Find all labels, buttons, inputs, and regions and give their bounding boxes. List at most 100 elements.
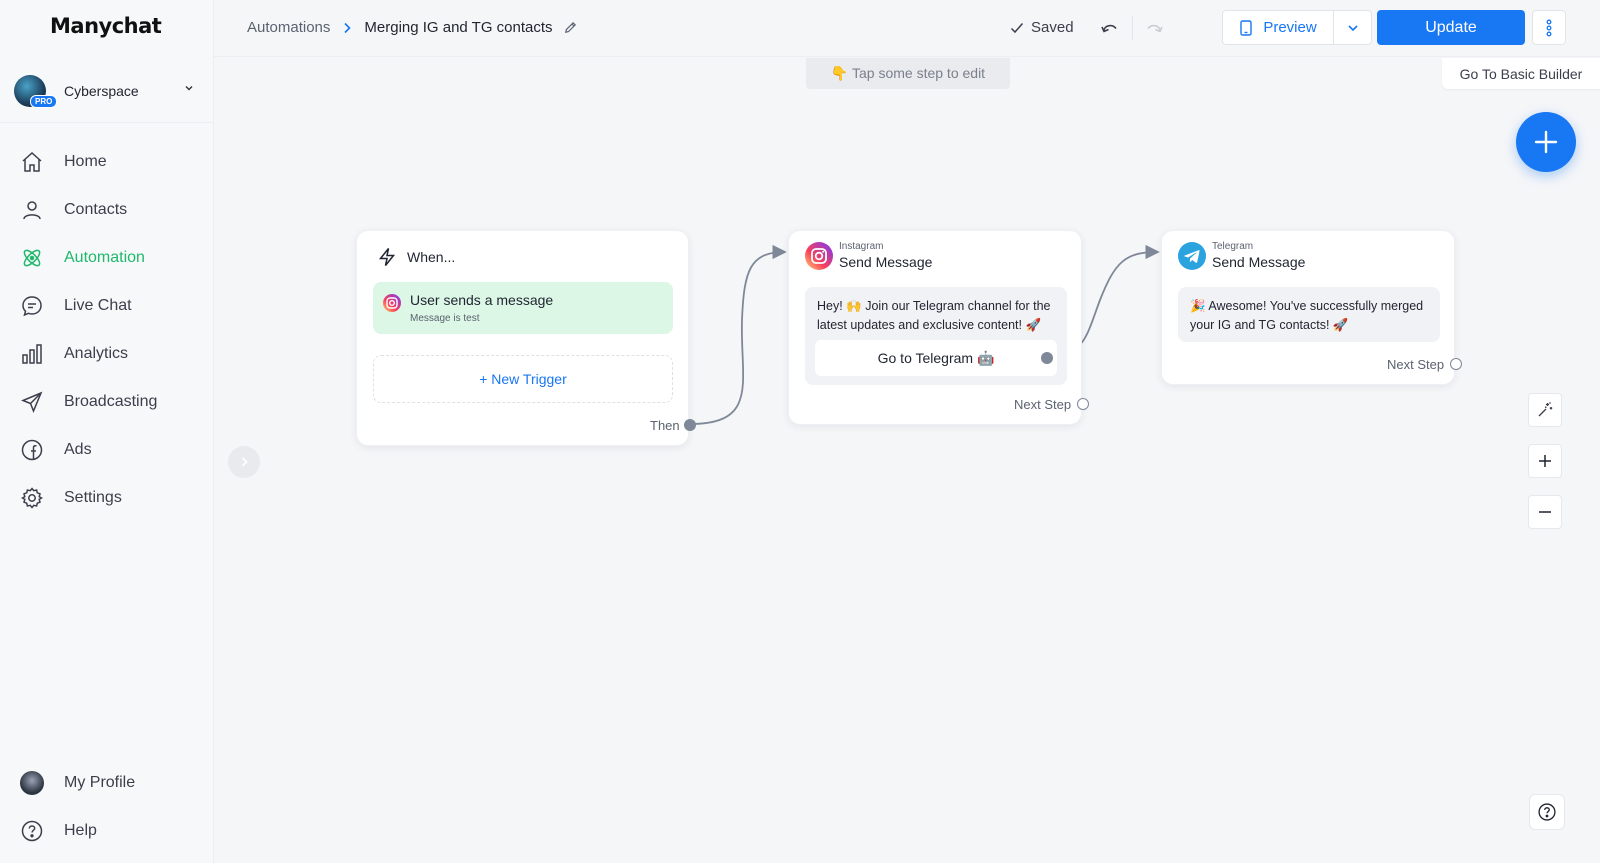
sidebar-bottom: My Profile Help (0, 759, 213, 855)
zoom-out-button[interactable] (1528, 495, 1562, 529)
message-bubble[interactable]: Hey! 🙌 Join our Telegram channel for the… (805, 287, 1067, 385)
nav-label-live-chat: Live Chat (64, 297, 132, 314)
go-to-basic-builder-button[interactable]: Go To Basic Builder (1442, 58, 1600, 89)
nav-item-live-chat[interactable]: Live Chat (0, 282, 213, 330)
telegram-icon (1178, 242, 1206, 270)
nav-label-automation: Automation (64, 249, 145, 266)
check-icon (1010, 22, 1024, 33)
preview-label: Preview (1263, 19, 1317, 36)
nav-item-contacts[interactable]: Contacts (0, 186, 213, 234)
lightning-icon (378, 248, 396, 266)
node-title: Send Message (839, 254, 933, 270)
canvas-help-button[interactable] (1529, 794, 1565, 830)
workspace-switcher[interactable]: PRO Cyberspace (14, 74, 204, 108)
nav-label-analytics: Analytics (64, 345, 129, 362)
toolbar-divider (1132, 16, 1133, 40)
nav-label-broadcasting: Broadcasting (64, 393, 158, 410)
magic-wand-icon (1538, 402, 1553, 417)
avatar (20, 771, 44, 795)
magic-arrange-button[interactable] (1528, 393, 1562, 427)
go-to-telegram-button[interactable]: Go to Telegram 🤖 (815, 340, 1057, 376)
then-port-label: Then (650, 418, 680, 433)
chevron-right-icon (344, 22, 352, 33)
message-text: 🎉 Awesome! You've successfully merged yo… (1190, 299, 1424, 332)
nav-label-my-profile: My Profile (64, 774, 136, 791)
help-circle-icon (1538, 803, 1556, 821)
then-port[interactable] (684, 419, 696, 431)
nav-item-ads[interactable]: Ads (0, 426, 213, 474)
workspace-avatar: PRO (14, 75, 58, 108)
chevron-right-icon (241, 457, 248, 467)
connection-trigger-to-instagram (689, 244, 787, 425)
pro-badge: PRO (30, 95, 58, 108)
preview-dropdown-button[interactable] (1333, 10, 1372, 45)
add-step-button[interactable] (1516, 112, 1576, 172)
when-label: When... (407, 249, 456, 265)
trigger-heading: When... (377, 247, 455, 267)
trigger-user-sends-message[interactable]: User sends a message Message is test (373, 282, 673, 334)
instagram-icon (805, 242, 833, 270)
expand-sidebar-button[interactable] (228, 446, 260, 478)
message-bubble[interactable]: 🎉 Awesome! You've successfully merged yo… (1178, 287, 1440, 342)
breadcrumb-automations-link[interactable]: Automations (247, 19, 331, 36)
node-header: Telegram Send Message (1178, 241, 1305, 271)
zoom-in-button[interactable] (1528, 444, 1562, 478)
nav-item-broadcasting[interactable]: Broadcasting (0, 378, 213, 426)
plus-icon (1539, 455, 1551, 467)
button-port[interactable] (1041, 352, 1053, 364)
next-step-label: Next Step (1387, 357, 1445, 372)
nav-item-settings[interactable]: Settings (0, 474, 213, 522)
sidebar: Manychat PRO Cyberspace Home Contacts Au… (0, 0, 214, 863)
saved-status: Saved (1010, 19, 1074, 36)
chat-icon (22, 296, 42, 317)
nav-item-my-profile[interactable]: My Profile (0, 759, 213, 807)
nav-label-help: Help (64, 822, 97, 839)
redo-icon[interactable] (1143, 18, 1165, 40)
nav-item-automation[interactable]: Automation (0, 234, 213, 282)
user-icon (23, 201, 41, 220)
telegram-send-message-node[interactable]: Telegram Send Message 🎉 Awesome! You've … (1161, 230, 1462, 385)
main-nav: Home Contacts Automation Live Chat Analy… (0, 138, 213, 522)
new-trigger-button[interactable]: + New Trigger (373, 355, 673, 403)
gear-icon (21, 487, 43, 509)
nav-label-contacts: Contacts (64, 201, 128, 218)
channel-name: Telegram (1212, 241, 1254, 252)
send-icon (21, 391, 43, 413)
edit-hint: 👇 Tap some step to edit (806, 58, 1010, 89)
trigger-title: User sends a message (410, 292, 554, 308)
home-icon (22, 151, 42, 172)
atom-icon (23, 249, 41, 267)
undo-icon[interactable] (1099, 18, 1121, 40)
manychat-logo[interactable]: Manychat (50, 14, 162, 38)
nav-item-home[interactable]: Home (0, 138, 213, 186)
breadcrumb: Automations Merging IG and TG contacts (247, 19, 578, 36)
chevron-down-icon (1347, 24, 1358, 31)
next-step-port[interactable] (1450, 358, 1462, 370)
sidebar-divider (0, 122, 213, 123)
pencil-icon[interactable] (563, 20, 578, 35)
message-text: Hey! 🙌 Join our Telegram channel for the… (817, 299, 1051, 332)
trigger-condition: Message is test (410, 313, 480, 324)
next-step-port[interactable] (1077, 398, 1089, 410)
top-bar: Automations Merging IG and TG contacts S… (214, 0, 1600, 57)
automation-name: Merging IG and TG contacts (364, 19, 553, 36)
bar-chart-icon (22, 344, 42, 364)
more-options-button[interactable] (1532, 10, 1566, 45)
node-title: Send Message (1212, 254, 1306, 270)
next-step-label: Next Step (1014, 397, 1072, 412)
nav-label-home: Home (64, 153, 107, 170)
trigger-node[interactable]: When... User sends a message Message is … (356, 230, 696, 446)
plus-icon (1534, 130, 1558, 154)
nav-item-analytics[interactable]: Analytics (0, 330, 213, 378)
preview-button[interactable]: Preview (1222, 10, 1334, 45)
workspace-name: Cyberspace (64, 83, 139, 99)
kebab-menu-icon (1546, 19, 1552, 36)
update-button[interactable]: Update (1377, 10, 1525, 45)
minus-icon (1539, 511, 1551, 513)
phone-icon (1240, 19, 1253, 36)
nav-item-help[interactable]: Help (0, 807, 213, 855)
instagram-send-message-node[interactable]: Instagram Send Message Hey! 🙌 Join our T… (788, 230, 1089, 425)
nav-label-settings: Settings (64, 489, 122, 506)
chevron-down-icon (185, 86, 193, 91)
